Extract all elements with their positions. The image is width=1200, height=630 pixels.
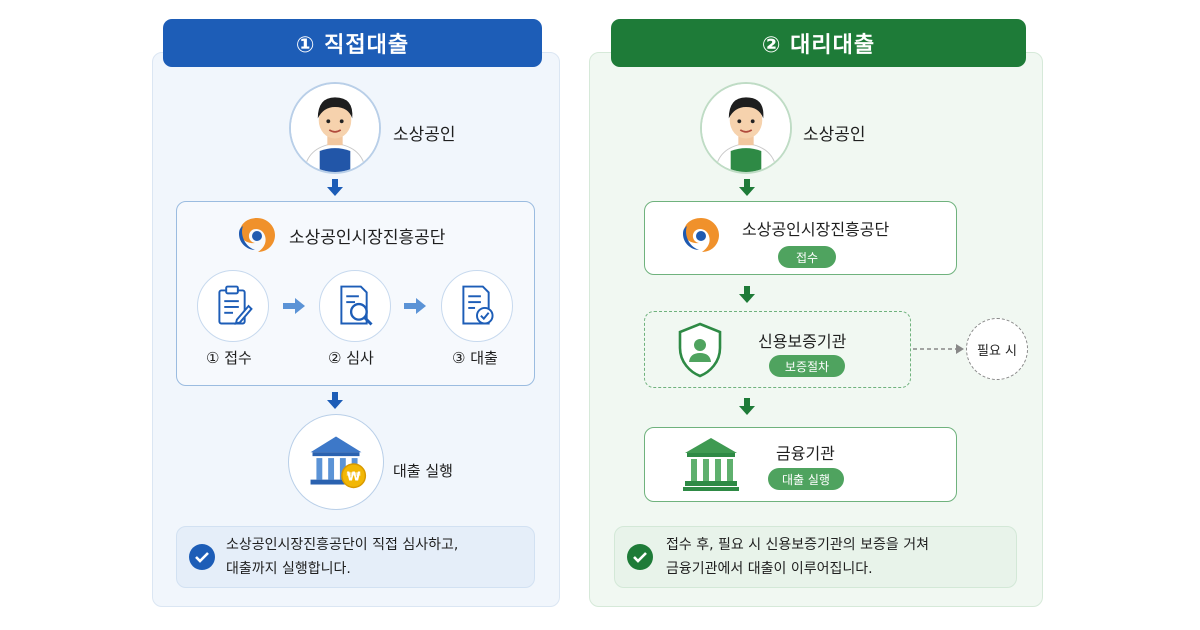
arrow-right-icon: [283, 298, 305, 314]
agent-loan-title: ② 대리대출: [611, 19, 1026, 67]
status-badge: 보증절차: [769, 355, 845, 377]
bank-name: 금융기관: [776, 444, 835, 463]
arrow-down-icon: [738, 286, 756, 304]
status-badge: 접수: [778, 246, 836, 268]
person-icon: [700, 82, 792, 174]
note-line: 소상공인시장진흥공단이 직접 심사하고,: [226, 537, 459, 553]
note-line: 금융기관에서 대출이 이루어집니다.: [666, 561, 873, 577]
applicant-label: 소상공인: [393, 125, 456, 145]
arrow-down-icon: [738, 398, 756, 416]
execution-label: 대출 실행: [393, 462, 453, 480]
note-line: 대출까지 실행합니다.: [226, 561, 351, 577]
agency-name: 소상공인시장진흥공단: [742, 220, 890, 239]
document-check-icon: [441, 270, 513, 342]
shield-person-icon: [676, 322, 724, 378]
person-icon: [289, 82, 381, 174]
direct-loan-title: ① 직접대출: [163, 19, 542, 67]
applicant-label: 소상공인: [803, 125, 866, 145]
bank-icon: ₩: [288, 414, 384, 510]
check-circle-icon: [189, 544, 215, 570]
step-label: ③ 대출: [452, 349, 498, 367]
arrow-down-icon: [738, 179, 756, 197]
arrow-down-icon: [326, 392, 344, 410]
status-badge: 대출 실행: [768, 468, 844, 490]
agency-logo-icon: [681, 216, 721, 254]
agency-name: 소상공인시장진흥공단: [289, 228, 446, 248]
note-line: 접수 후, 필요 시 신용보증기관의 보증을 거쳐: [666, 537, 929, 553]
arrow-down-icon: [326, 179, 344, 197]
bank-icon: [681, 435, 741, 493]
optional-badge: 필요 시: [966, 318, 1028, 380]
step-label: ② 심사: [328, 349, 374, 367]
direct-loan-note: [176, 526, 535, 588]
step-label: ① 접수: [206, 349, 252, 367]
agent-loan-note: [614, 526, 1017, 588]
arrow-right-icon: [404, 298, 426, 314]
check-circle-icon: [627, 544, 653, 570]
svg-text:₩: ₩: [347, 469, 361, 484]
clipboard-icon: [197, 270, 269, 342]
arrow-right-icon: [913, 343, 965, 355]
agency-logo-icon: [237, 216, 277, 254]
won-coin-icon: [341, 463, 367, 489]
guarantor-name: 신용보증기관: [758, 332, 847, 351]
document-search-icon: [319, 270, 391, 342]
